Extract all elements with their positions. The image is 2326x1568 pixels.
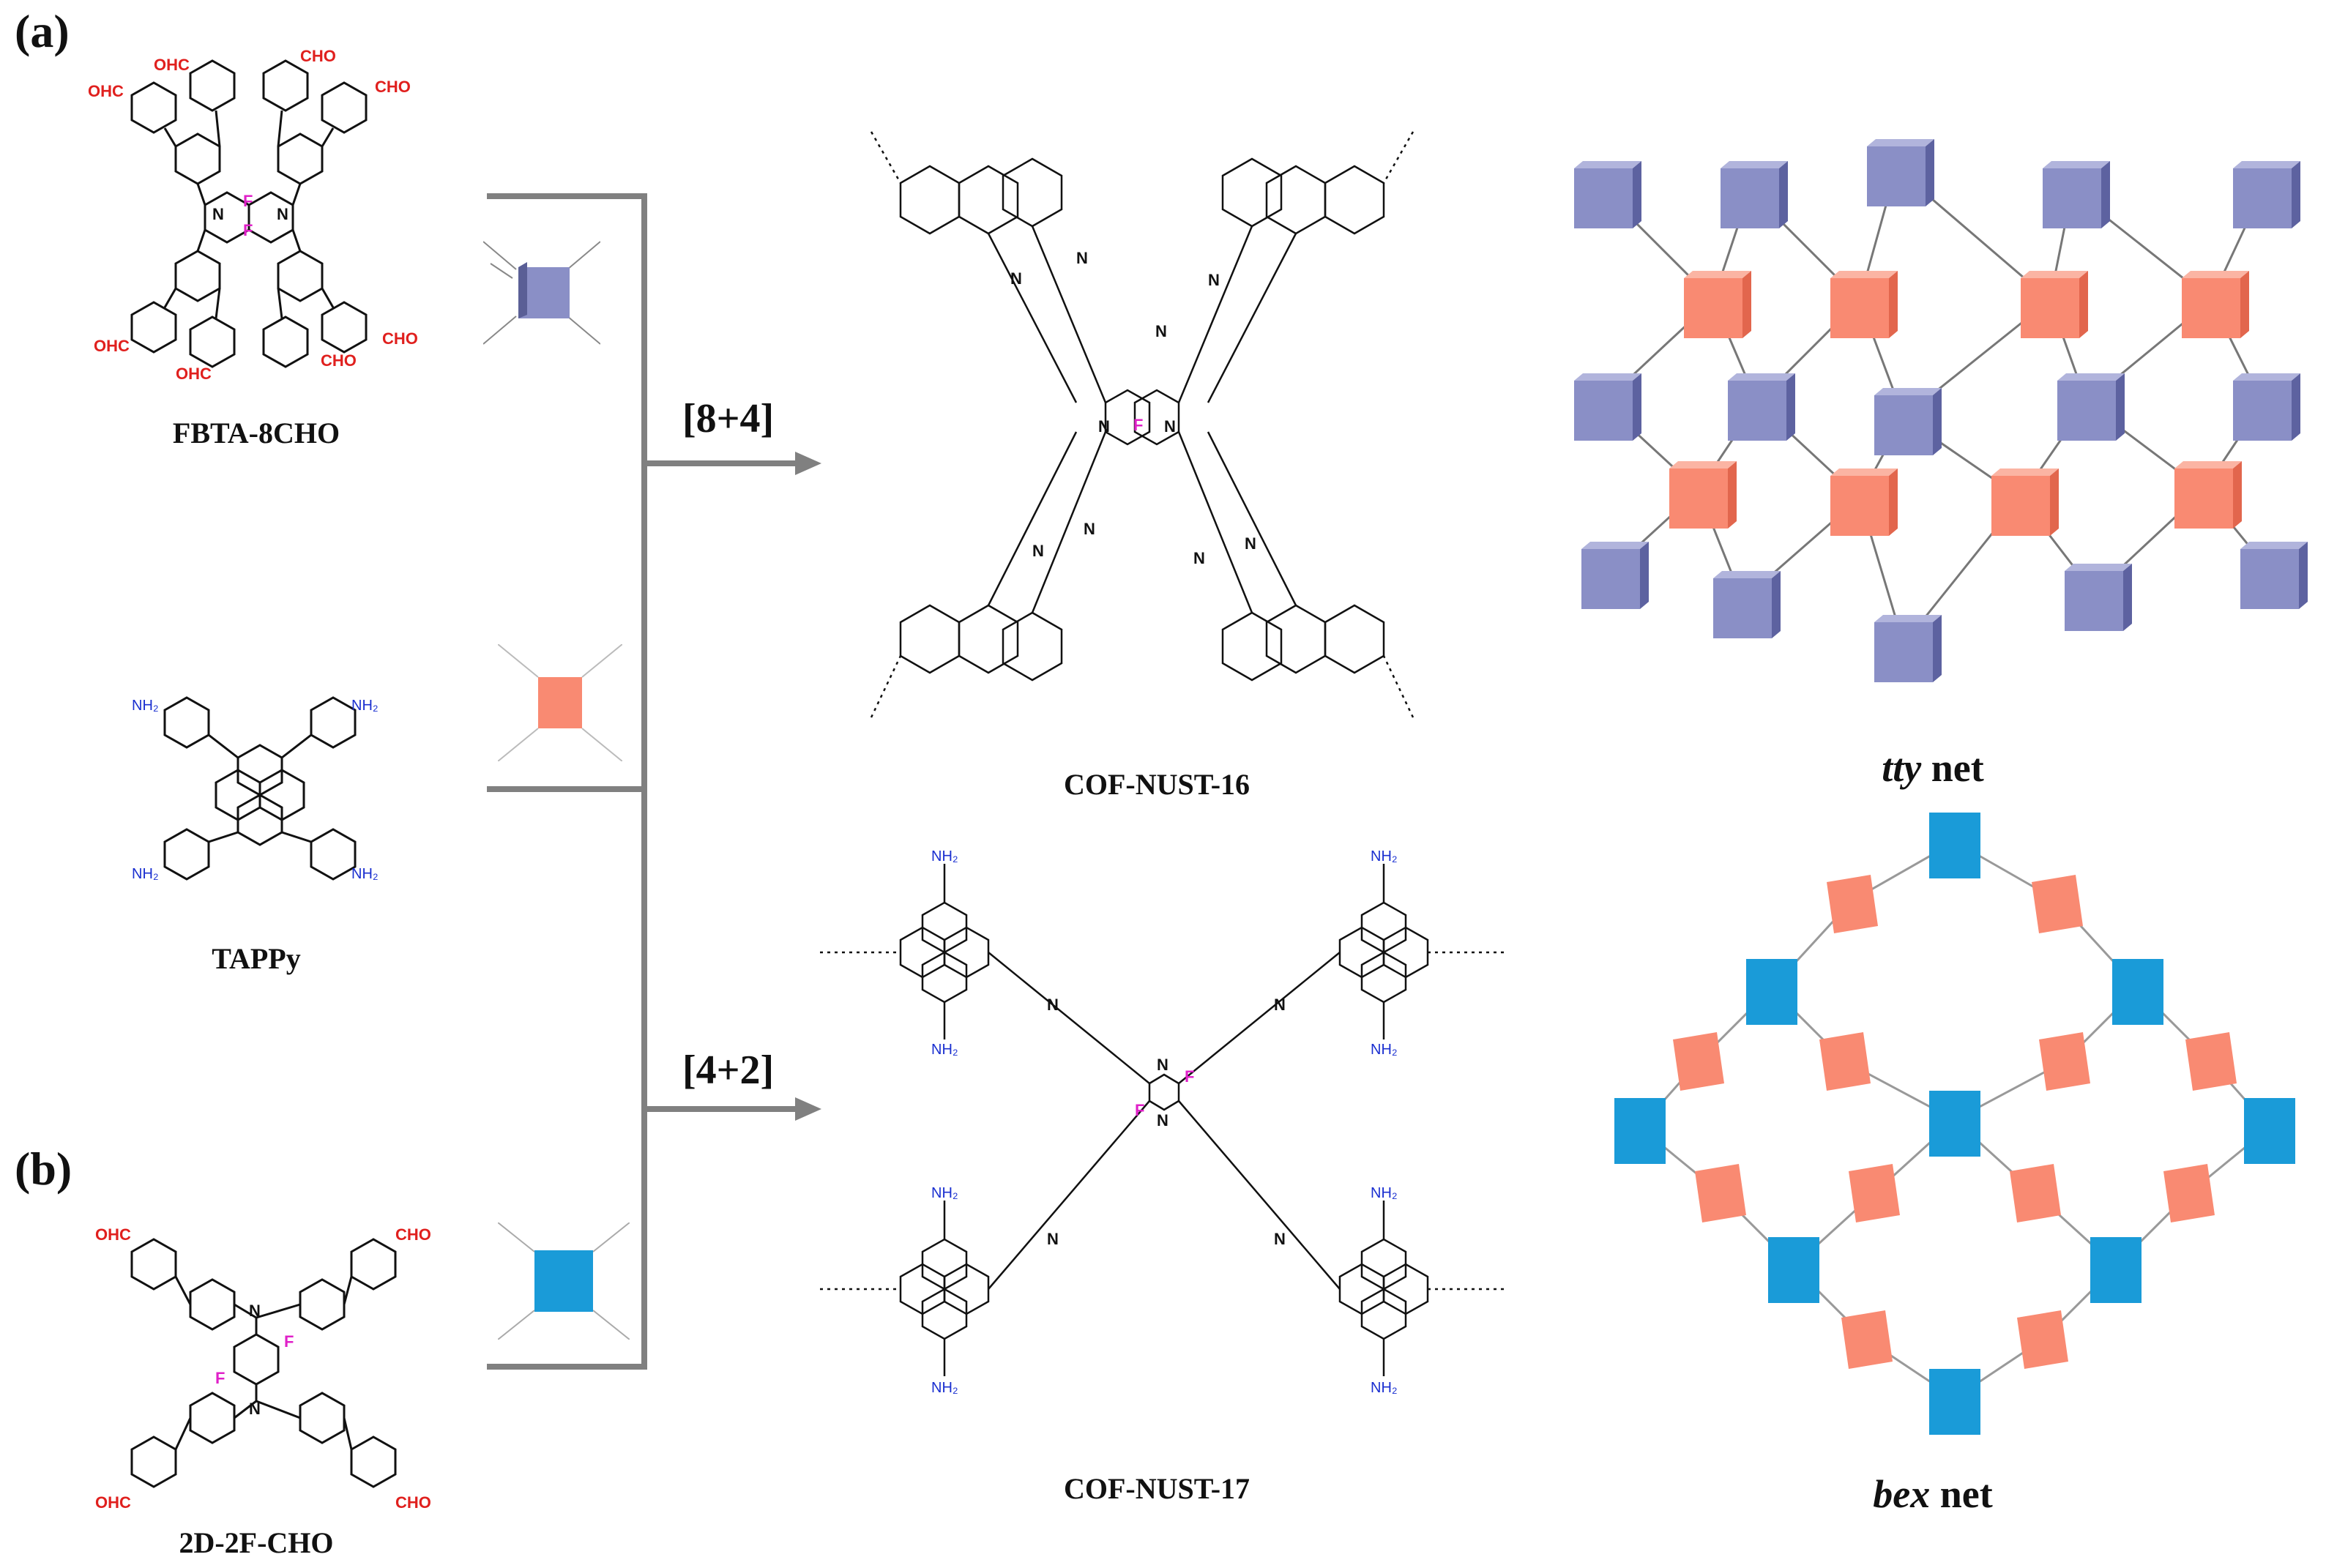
nh2-label: NH₂: [1371, 1185, 1398, 1201]
n-label: N: [1010, 269, 1022, 288]
f-label: F: [243, 221, 253, 239]
f-label: F: [1133, 416, 1143, 434]
n-label: N: [1076, 249, 1088, 267]
tty-net-name: tty: [1882, 746, 1922, 790]
n-label: N: [212, 205, 224, 223]
bex-net-suffix: net: [1930, 1472, 1993, 1516]
nh2-label: NH₂: [931, 1380, 958, 1396]
n-label: N: [1157, 1056, 1168, 1074]
cho-label: CHO: [300, 47, 336, 65]
fbta-8cho-structure: OHC OHC CHO CHO OHC OHC CHO CHO N N F F: [88, 47, 418, 383]
n-label: N: [1032, 542, 1044, 560]
tappy-structure: NH₂ NH₂ NH₂ NH₂: [132, 696, 379, 882]
cho-label: CHO: [395, 1225, 431, 1244]
nh2-label: NH₂: [931, 848, 958, 865]
nh2-label: NH₂: [931, 1185, 958, 1201]
cyan-square-node-icon: [498, 1222, 630, 1340]
n-label: N: [1157, 1111, 1168, 1130]
salmon-square-node-icon: [498, 644, 622, 761]
nh2-label: NH₂: [132, 866, 159, 882]
f-label: F: [243, 192, 253, 210]
f-label: F: [215, 1369, 225, 1387]
n-label: N: [249, 1302, 261, 1320]
bex-net-name: bex: [1873, 1472, 1931, 1516]
f-label: F: [284, 1332, 294, 1351]
ohc-label: OHC: [154, 56, 190, 74]
cof-nust-16-structure: N N N N N N N N N N F: [870, 131, 1414, 718]
arrow-right-icon: [795, 1097, 821, 1121]
nh2-label: NH₂: [931, 1042, 958, 1058]
tty-net-diagram: [1574, 139, 2308, 682]
ohc-label: OHC: [94, 337, 130, 355]
nh2-label: NH₂: [1371, 1042, 1398, 1058]
reaction-ratio-4-2: [4+2]: [682, 1048, 775, 1093]
n-label: N: [1047, 1230, 1059, 1248]
cof-nust-17-structure: NH₂ NH₂ NH₂ NH₂ NH₂ NH₂ NH₂ NH₂ N N N N …: [820, 848, 1508, 1396]
n-label: N: [1245, 534, 1256, 553]
cho-label: CHO: [321, 351, 357, 370]
bex-net-caption: bex net: [1786, 1471, 2079, 1517]
nh2-label: NH₂: [1371, 848, 1398, 865]
cho-label: CHO: [375, 78, 411, 96]
n-label: N: [1155, 322, 1167, 340]
cho-label: CHO: [382, 329, 418, 348]
nh2-label: NH₂: [351, 698, 379, 714]
ohc-label: OHC: [88, 82, 124, 100]
n-label: N: [1193, 549, 1205, 567]
panel-label-a: (a): [15, 5, 70, 57]
2d-2f-cho-caption: 2D-2F-CHO: [179, 1526, 334, 1559]
cof-nust-16-caption: COF-NUST-16: [1063, 768, 1250, 801]
reaction-ratio-8-4: [8+4]: [682, 396, 775, 441]
n-label: N: [249, 1400, 261, 1418]
fbta-8cho-caption: FBTA-8CHO: [172, 417, 340, 449]
n-label: N: [1274, 996, 1286, 1014]
n-label: N: [1208, 271, 1220, 289]
ohc-label: OHC: [95, 1493, 131, 1512]
f-label: F: [1185, 1067, 1194, 1086]
panel-label-b: (b): [15, 1143, 72, 1195]
nh2-label: NH₂: [132, 698, 159, 714]
n-label: N: [1164, 417, 1176, 436]
tty-net-suffix: net: [1921, 746, 1984, 790]
tappy-caption: TAPPy: [212, 942, 301, 975]
ohc-label: OHC: [176, 365, 212, 383]
ohc-label: OHC: [95, 1225, 131, 1244]
n-label: N: [1047, 996, 1059, 1014]
nh2-label: NH₂: [1371, 1380, 1398, 1396]
bex-net-diagram: [1614, 813, 2295, 1435]
cho-label: CHO: [395, 1493, 431, 1512]
nh2-label: NH₂: [351, 866, 379, 882]
n-label: N: [1274, 1230, 1286, 1248]
cof-nust-17-caption: COF-NUST-17: [1063, 1472, 1250, 1505]
n-label: N: [1084, 520, 1095, 538]
2d-2f-cho-structure: OHC CHO OHC CHO N N F F: [95, 1225, 431, 1512]
n-label: N: [277, 205, 288, 223]
f-label: F: [1135, 1101, 1144, 1119]
blue-cube-node-icon: [483, 241, 600, 345]
arrow-right-icon: [795, 452, 821, 475]
tty-net-caption: tty net: [1786, 745, 2079, 791]
n-label: N: [1098, 417, 1110, 436]
